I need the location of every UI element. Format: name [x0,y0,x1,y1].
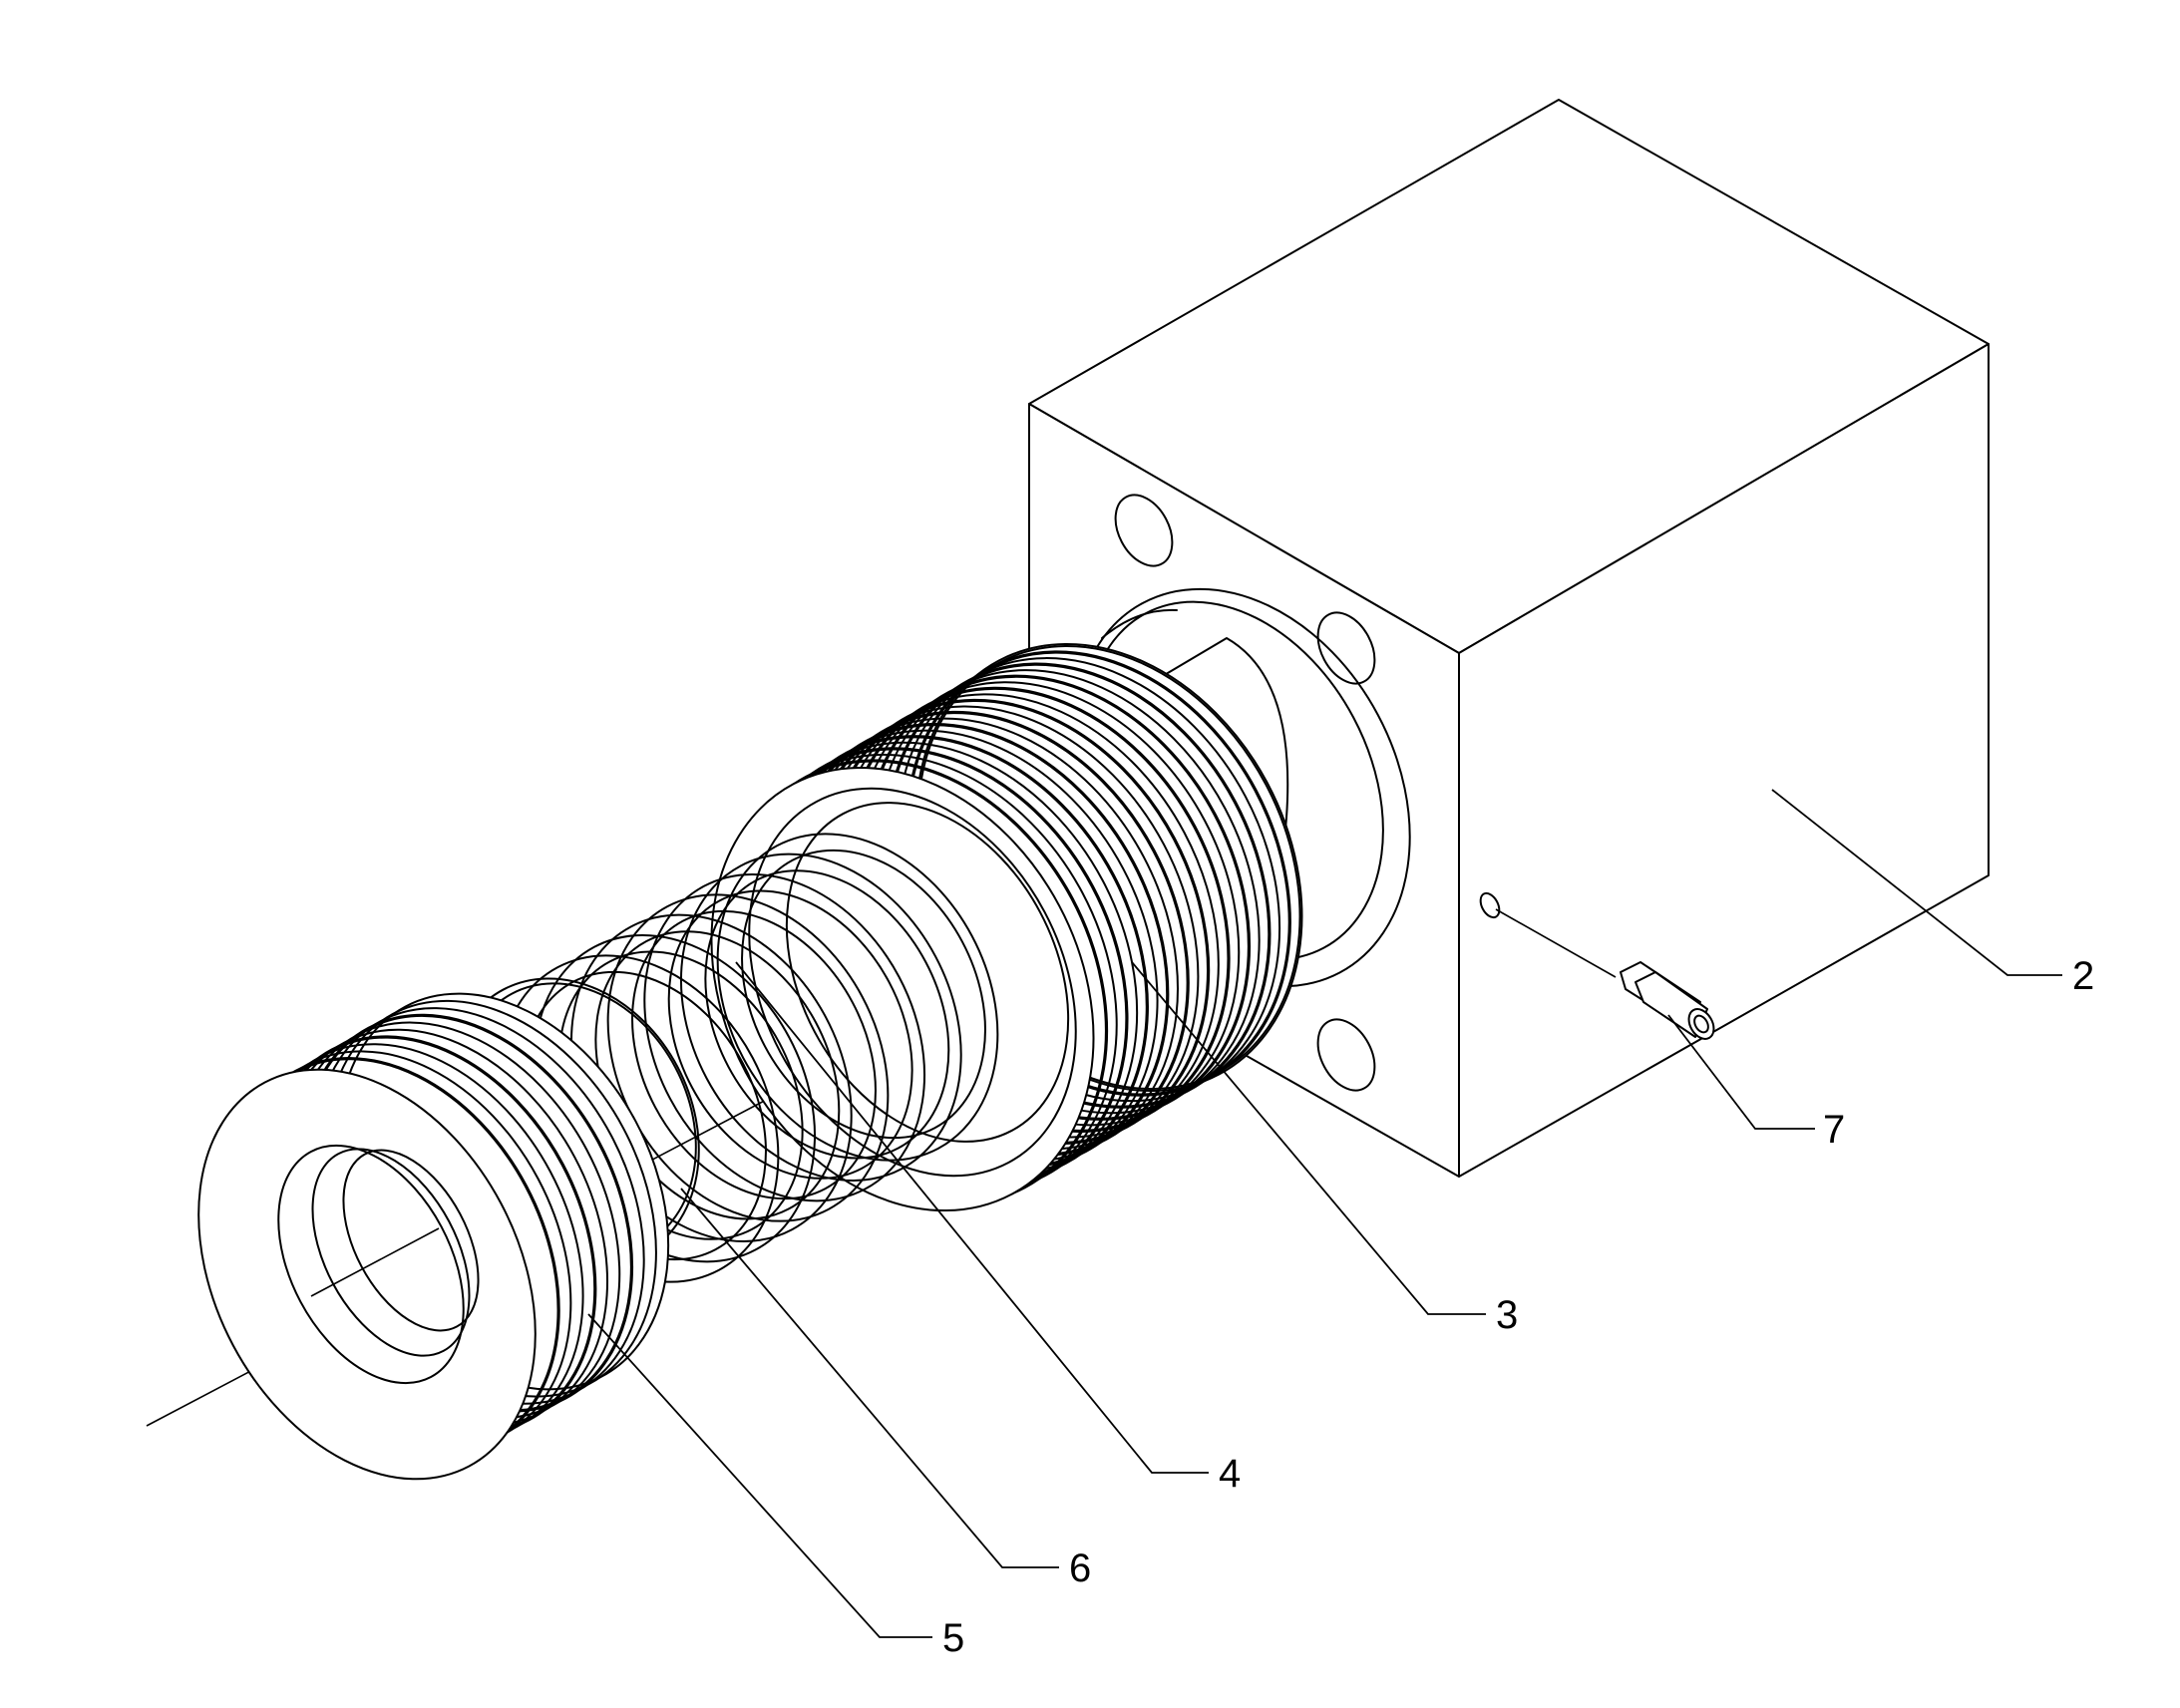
callout-label-4: 4 [1219,1452,1241,1496]
pin-hole [1479,891,1501,919]
spring-coil [667,889,913,1180]
pin [1495,908,1715,1040]
callout-label-7: 7 [1823,1108,1845,1152]
sleeve-inner-bore [785,802,1070,1143]
callout-label-2: 2 [2072,954,2094,998]
spring-coil [704,869,950,1160]
callout-7: 7 [1667,1014,1845,1152]
callout-5: 5 [587,1313,964,1660]
callout-label-6: 6 [1069,1546,1091,1590]
callout-6: 6 [680,1188,1091,1590]
callout-label-5: 5 [942,1616,964,1660]
spring-coil [716,833,999,1162]
callout-2: 2 [1771,789,2094,998]
spring-coil [643,872,926,1202]
sleeve-inner-lip [748,787,1077,1178]
callout-label-3: 3 [1496,1293,1518,1337]
callout-3: 3 [1131,961,1518,1337]
spring-coil [679,853,962,1183]
spring-coil [631,909,877,1200]
mounting-holes [1114,494,1376,1092]
spring-coil [741,849,986,1140]
end-cap [197,992,670,1481]
callout-4: 4 [735,961,1241,1496]
